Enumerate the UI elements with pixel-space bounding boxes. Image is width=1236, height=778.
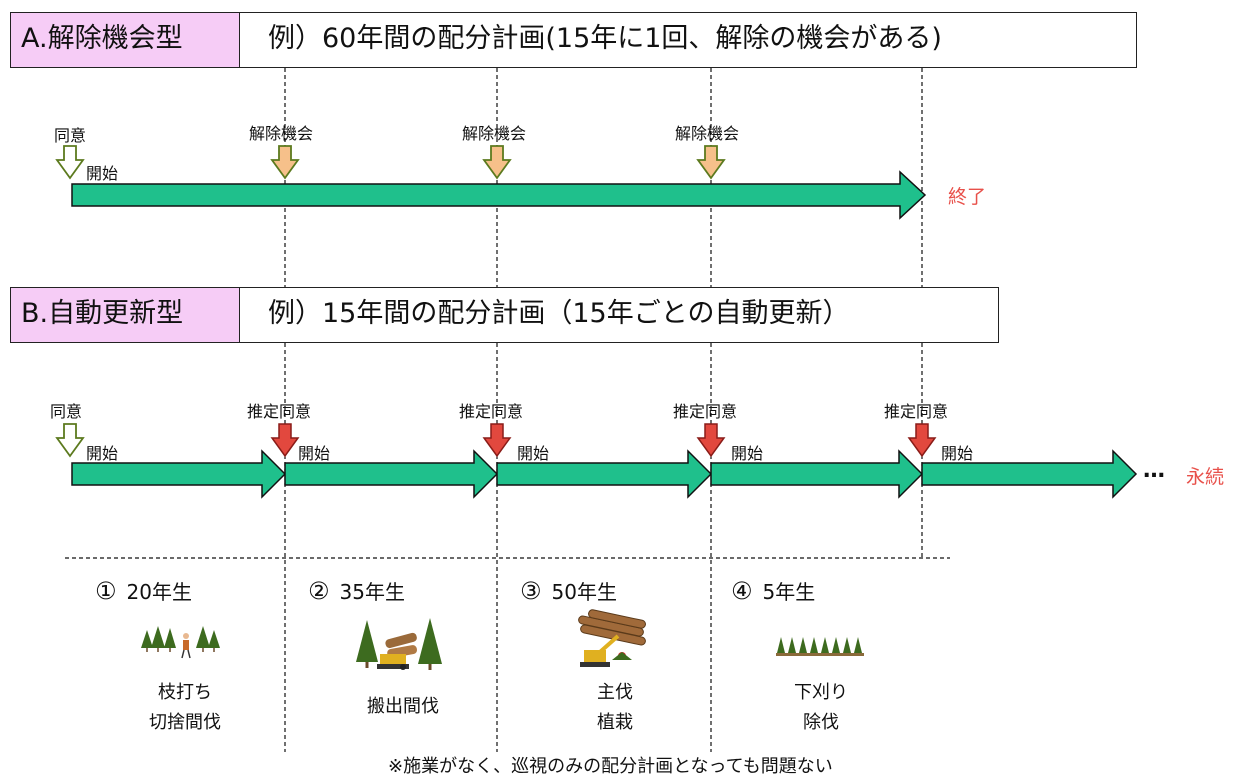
stage-1-header: ① 20年生 <box>95 576 192 605</box>
marker-start-label: 開始 <box>298 444 331 463</box>
agree-marker-a <box>55 145 85 180</box>
release-marker <box>270 145 300 180</box>
presumed-agree-label: 推定同意 <box>884 402 949 421</box>
stage-2-work: 搬出間伐 <box>367 696 439 717</box>
pruning-trees-icon <box>141 626 220 659</box>
stage-3-work: 主伐 植栽 <box>597 682 633 733</box>
stage-1-age: 20年生 <box>126 580 192 604</box>
end-label-b: 永続 <box>1186 466 1225 488</box>
footnote: ※施業がなく、巡視のみの配分計画となっても問題ない <box>388 756 833 777</box>
presumed-agree-marker <box>907 423 937 458</box>
stage-4-work: 下刈り 除伐 <box>794 682 848 733</box>
release-marker <box>696 145 726 180</box>
presumed-agree-marker <box>482 423 512 458</box>
presumed-agree-marker <box>270 423 300 458</box>
marker-start-label: 開始 <box>517 444 550 463</box>
agree-label-a: 同意 <box>54 126 87 145</box>
stage-1-work: 枝打ち 切捨間伐 <box>149 682 221 733</box>
release-label: 解除機会 <box>249 124 314 143</box>
stage-4-header: ④ 5年生 <box>731 576 815 605</box>
stage-4-age: 5年生 <box>762 580 816 604</box>
ellipsis: … <box>1143 458 1165 483</box>
presumed-agree-label: 推定同意 <box>247 402 312 421</box>
release-label: 解除機会 <box>462 124 527 143</box>
timeline-b-arrow <box>496 449 713 499</box>
section-b-title: 例）15年間の配分計画（15年ごとの自動更新） <box>239 287 999 343</box>
timeline-b-arrow <box>710 449 924 499</box>
harvester-logs-icon <box>578 609 646 667</box>
agree-label-b: 同意 <box>50 402 83 421</box>
start-label-b: 開始 <box>86 444 119 463</box>
start-label-a: 開始 <box>86 164 119 183</box>
section-b-tag: B.自動更新型 <box>10 287 240 343</box>
presumed-agree-label: 推定同意 <box>673 402 738 421</box>
agree-marker-b <box>55 423 85 458</box>
stage-2-age: 35年生 <box>339 580 405 604</box>
timeline-b-arrow <box>284 449 499 499</box>
timeline-b-arrow <box>921 449 1138 499</box>
stage-1-number: ① <box>95 577 117 605</box>
marker-start-label: 開始 <box>731 444 764 463</box>
stage-2-number: ② <box>308 577 330 605</box>
timeline-b-arrow <box>71 449 287 499</box>
seedlings-icon <box>776 637 864 656</box>
section-a-tag: A.解除機会型 <box>10 12 240 68</box>
presumed-agree-label: 推定同意 <box>459 402 524 421</box>
stage-3-header: ③ 50年生 <box>520 576 617 605</box>
marker-start-label: 開始 <box>941 444 974 463</box>
log-extraction-icon <box>356 618 442 670</box>
stage-3-age: 50年生 <box>551 580 617 604</box>
release-label: 解除機会 <box>675 124 740 143</box>
end-label-a: 終了 <box>948 186 987 208</box>
section-a-title: 例）60年間の配分計画(15年に1回、解除の機会がある) <box>239 12 1137 68</box>
timeline-a-arrow <box>71 170 927 220</box>
stage-3-number: ③ <box>520 577 542 605</box>
stage-2-header: ② 35年生 <box>308 576 405 605</box>
release-marker <box>482 145 512 180</box>
timeline-b-arrows <box>71 449 1138 499</box>
stage-4-number: ④ <box>731 577 753 605</box>
presumed-agree-marker <box>696 423 726 458</box>
